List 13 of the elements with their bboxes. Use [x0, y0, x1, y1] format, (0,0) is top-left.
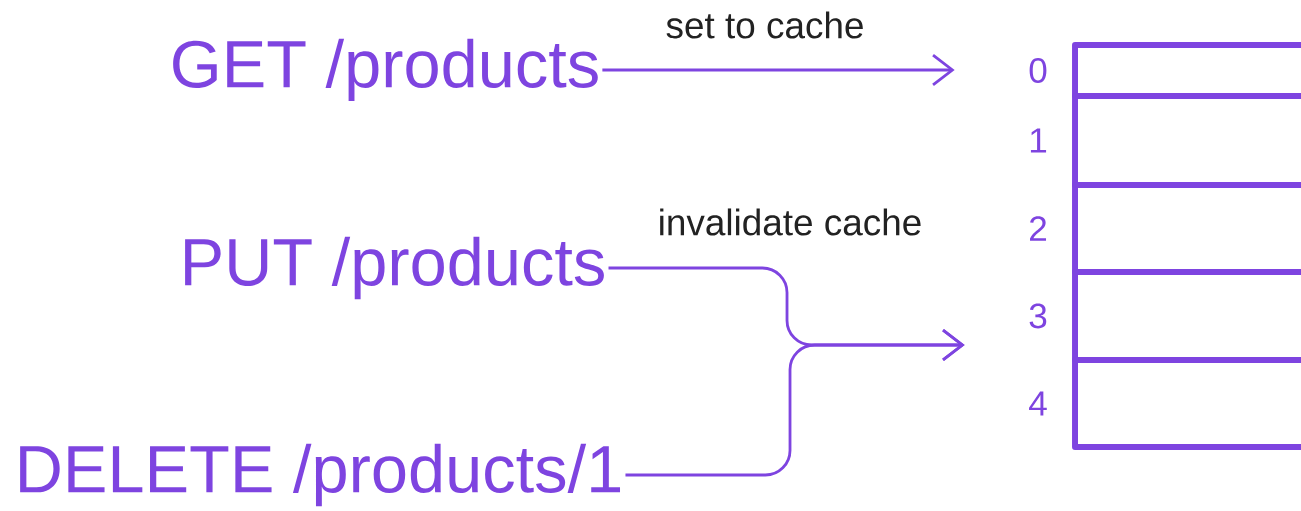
row-index: 2 [1030, 216, 1046, 241]
edge-label: set to cache [662, 7, 868, 43]
row-index: 3 [1029, 303, 1047, 329]
row-index: 4 [1029, 391, 1047, 416]
arrow [602, 53, 955, 87]
endpoint-label: DELETE /products/1 [20, 443, 620, 507]
endpoint-label: PUT /products [185, 236, 604, 300]
edge-label: invalidate cache [654, 204, 926, 240]
endpoint-label: GET /products [173, 38, 598, 102]
row-index: 1 [1030, 128, 1047, 153]
arrow [625, 328, 965, 477]
cache-row [1072, 357, 1301, 450]
row-index: 0 [1029, 58, 1047, 83]
